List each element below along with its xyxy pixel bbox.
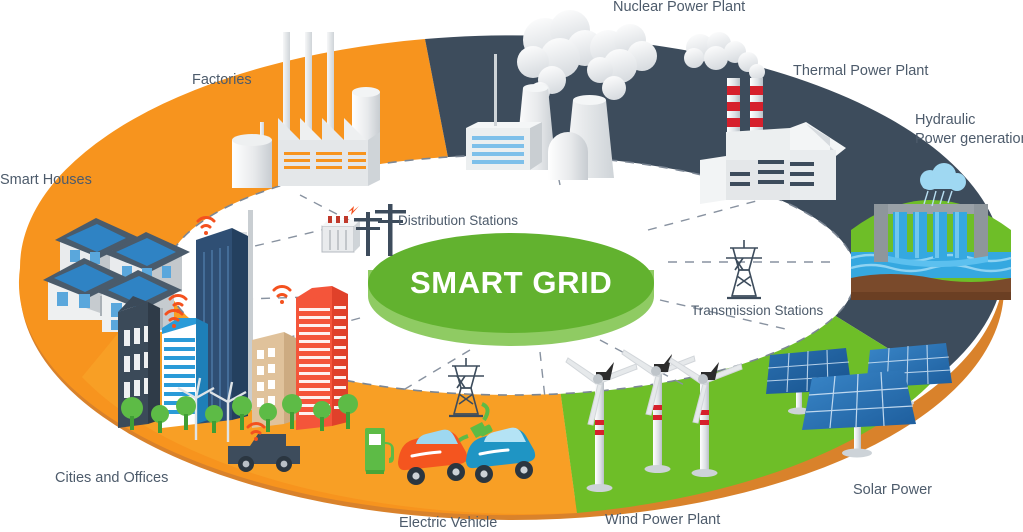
smoke-plume	[684, 32, 765, 80]
van-icon	[228, 434, 300, 472]
nuclear-plant-illustration	[466, 10, 657, 180]
wifi-icon	[246, 422, 266, 441]
label-solar-power: Solar Power	[853, 482, 932, 498]
center-node-top	[368, 233, 654, 333]
wind-turbines-illustration	[565, 349, 743, 492]
label-wind-power-plant: Wind Power Plant	[605, 512, 721, 528]
label-distribution-stations: Distribution Stations	[398, 213, 519, 228]
smart-houses-illustration	[43, 216, 216, 332]
center-node-label: SMART GRID	[410, 265, 613, 300]
steam-cloud	[587, 24, 657, 100]
tree-icon	[121, 394, 358, 433]
label-hydraulic-power-generation: Hydraulic Power generation	[915, 111, 1023, 149]
label-transmission-stations: Transmission Stations	[691, 303, 824, 318]
electric-vehicle-illustration	[365, 402, 536, 485]
label-nuclear-power-plant: Nuclear Power Plant	[613, 0, 746, 15]
car-blue-icon	[466, 427, 536, 483]
transmission-pylon-icon	[726, 240, 762, 300]
city-skyline-illustration	[118, 210, 358, 472]
label-smart-houses: Smart Houses	[0, 172, 92, 188]
label-hydraulic-line2: Power generation	[915, 131, 1023, 147]
label-factories: Factories	[192, 72, 252, 88]
hydro-dam-illustration	[850, 163, 1012, 300]
transmission-pylon-icon	[448, 358, 484, 418]
factories-illustration	[232, 32, 380, 188]
label-thermal-power-plant: Thermal Power Plant	[793, 63, 929, 79]
label-cities-and-offices: Cities and Offices	[55, 470, 169, 486]
label-electric-vehicle: Electric Vehicle	[399, 515, 498, 531]
wifi-icon	[196, 216, 216, 235]
label-hydraulic-line1: Hydraulic	[915, 112, 976, 128]
solar-panels-illustration	[766, 343, 952, 458]
car-orange-icon	[398, 429, 468, 485]
wifi-icon	[272, 285, 292, 304]
wifi-icon	[164, 309, 184, 328]
thermal-plant-illustration	[684, 32, 846, 204]
distribution-stations-icon	[321, 204, 406, 256]
center-node	[368, 233, 654, 346]
charging-station-icon	[365, 428, 394, 474]
rain-cloud-icon	[920, 163, 966, 207]
